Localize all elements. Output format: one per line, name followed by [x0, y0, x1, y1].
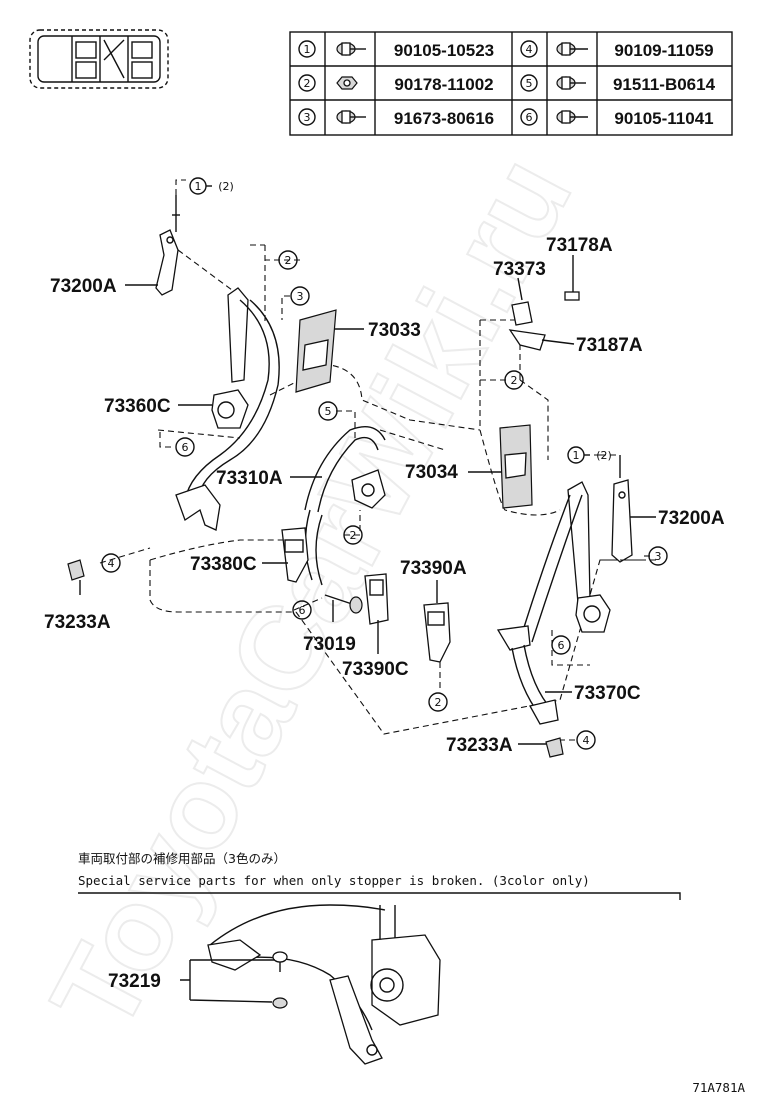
fastener-mark: 1	[304, 43, 311, 56]
buckle-73390c	[364, 573, 389, 625]
svg-text:4: 4	[108, 557, 115, 570]
fastener-mark: 4	[526, 43, 533, 56]
fastener-table: 1 90105-10523 4 90109-11059 2	[289, 31, 733, 136]
belt-anchor-left	[155, 179, 233, 296]
belt-anchor-right	[600, 454, 660, 563]
table-row: 2 90178-11002 5 91511-B0614	[298, 74, 716, 94]
fastener-part-number: 91673-80616	[394, 109, 494, 128]
fastener-part-number: 90105-11041	[614, 109, 713, 128]
fastener-mark: 5	[526, 77, 533, 90]
fastener-part-number: 90178-11002	[394, 75, 493, 94]
diagram-code: 71A781A	[692, 1080, 745, 1095]
part-label: 73390C	[342, 659, 409, 680]
callout-marker: 3	[290, 286, 310, 306]
part-label: 73233A	[44, 612, 111, 633]
bolt-with-washer-icon	[556, 110, 588, 124]
bolt-with-washer-icon	[556, 76, 586, 90]
retractor-right	[496, 481, 611, 725]
bolt-with-washer-icon	[336, 110, 366, 124]
retractor-left	[157, 287, 280, 531]
bolt-with-washer-icon	[336, 42, 366, 56]
svg-text:(2): (2)	[596, 449, 612, 462]
svg-text:2: 2	[511, 374, 518, 387]
table-row: 1 90105-10523 4 90109-11059	[298, 40, 714, 60]
svg-text:1: 1	[195, 180, 202, 193]
fastener-mark: 3	[304, 111, 311, 124]
callout-marker: 3	[648, 546, 668, 566]
part-label: 73034	[405, 462, 458, 483]
fastener-mark: 6	[526, 111, 533, 124]
end-cover-73233a-left	[67, 559, 85, 581]
part-label: 73360C	[104, 396, 171, 417]
table-row: 3 91673-80616 6 90105-11041	[298, 108, 714, 128]
callout-marker: 4	[101, 553, 121, 573]
callout-marker: 1 (2)	[189, 177, 234, 195]
svg-text:2: 2	[435, 696, 442, 709]
callout-marker: 2	[428, 692, 448, 712]
part-label: 73233A	[446, 735, 513, 756]
svg-text:5: 5	[325, 405, 332, 418]
part-label: 73200A	[50, 276, 117, 297]
svg-text:(2): (2)	[218, 180, 234, 193]
svg-text:6: 6	[299, 604, 306, 617]
svg-text:2: 2	[350, 529, 357, 542]
callout-marker: 2	[278, 250, 298, 270]
bolt-73019	[324, 594, 363, 614]
part-label: 73219	[108, 971, 161, 992]
callout-marker: 5	[318, 401, 338, 421]
svg-text:2: 2	[285, 254, 292, 267]
note-english: Special service parts for when only stop…	[78, 873, 590, 888]
fastener-mark: 2	[304, 77, 311, 90]
fastener-part-number: 90109-11059	[614, 41, 713, 60]
callout-marker: 2	[504, 370, 524, 390]
part-label: 73380C	[190, 554, 257, 575]
svg-text:6: 6	[182, 441, 189, 454]
svg-text:4: 4	[583, 734, 590, 747]
part-label: 73033	[368, 320, 421, 341]
callout-marker: 4	[576, 730, 596, 750]
callout-marker: 1 (2)	[567, 446, 612, 464]
fastener-part-number: 90105-10523	[394, 41, 494, 60]
part-label: 73370C	[574, 683, 641, 704]
callout-marker: 2	[343, 525, 363, 545]
clip-73373	[511, 301, 533, 326]
part-label: 73178A	[546, 235, 613, 256]
callout-leaders	[99, 259, 650, 741]
end-cover-73233a-right	[545, 737, 564, 758]
leader-lines	[79, 255, 656, 745]
pillar-trim-73034	[499, 424, 533, 509]
nut-icon	[336, 76, 358, 90]
bolt-with-washer-icon	[556, 42, 588, 56]
seat-outline	[149, 244, 640, 735]
svg-text:1: 1	[573, 449, 580, 462]
buckle-73380c	[281, 527, 309, 583]
cover-73178a	[564, 291, 580, 301]
service-note: 車両取付部の補修用部品（3色のみ） Special service parts …	[78, 851, 681, 900]
callout-marker: 6	[292, 600, 312, 620]
pillar-trim-73033	[295, 309, 337, 393]
svg-text:3: 3	[297, 290, 304, 303]
part-label: 73019	[303, 634, 356, 655]
bracket-73187a	[508, 329, 546, 351]
part-label: 73310A	[216, 468, 283, 489]
part-label: 73390A	[400, 558, 467, 579]
part-label: 73187A	[576, 335, 643, 356]
part-label: 73200A	[658, 508, 725, 529]
note-japanese: 車両取付部の補修用部品（3色のみ）	[78, 851, 286, 866]
fastener-part-number: 91511-B0614	[613, 75, 716, 94]
part-label: 73373	[493, 259, 546, 280]
buckle-73390a	[423, 602, 451, 690]
svg-text:6: 6	[558, 639, 565, 652]
callout-marker: 6	[175, 437, 195, 457]
callout-markers: 1 (2) 2 3 5 6 4 2 6	[101, 177, 668, 750]
callout-marker: 6	[551, 635, 571, 655]
vehicle-thumbnail	[29, 29, 169, 89]
svg-text:3: 3	[655, 550, 662, 563]
inset-stopper-detail: 73219	[108, 904, 441, 1065]
part-labels: 73200A 73360C 73033 73310A 73380C 73233A…	[44, 235, 725, 756]
